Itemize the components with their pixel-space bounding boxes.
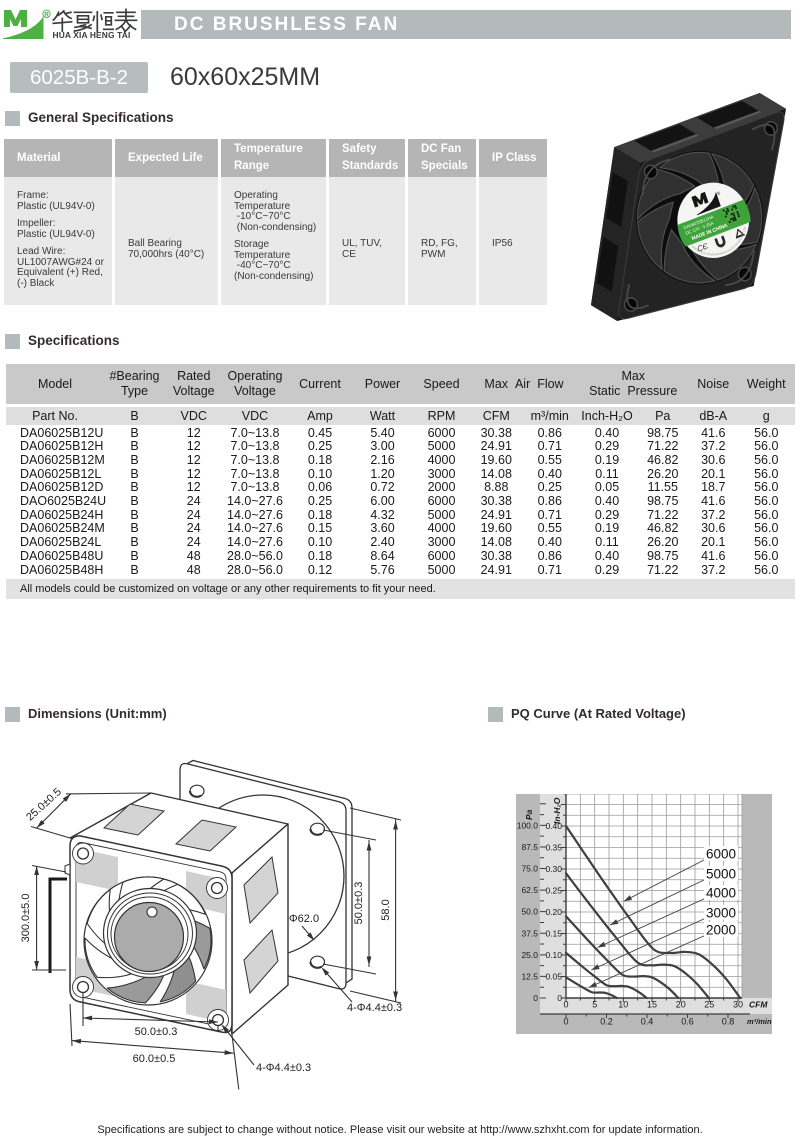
- svg-text:4000: 4000: [706, 886, 736, 901]
- svg-text:0: 0: [533, 993, 538, 1003]
- svg-text:20: 20: [676, 1000, 686, 1010]
- svg-text:0.40: 0.40: [545, 821, 562, 831]
- svg-text:58.0: 58.0: [380, 899, 392, 920]
- svg-text:0.30: 0.30: [545, 864, 562, 874]
- svg-text:In-H₂O: In-H₂O: [552, 797, 562, 824]
- svg-text:25.0: 25.0: [521, 950, 538, 960]
- svg-text:0.25A: 0.25A: [702, 221, 714, 230]
- svg-text:0.10: 0.10: [545, 950, 562, 960]
- svg-text:25: 25: [704, 1000, 714, 1010]
- svg-text:DC 12V: DC 12V: [685, 226, 701, 236]
- svg-text:5: 5: [592, 1000, 597, 1010]
- svg-text:15: 15: [647, 1000, 657, 1010]
- svg-text:30: 30: [733, 1000, 743, 1010]
- svg-text:5000: 5000: [706, 867, 736, 882]
- svg-text:3000: 3000: [706, 906, 736, 921]
- svg-text:Φ62.0: Φ62.0: [289, 913, 319, 925]
- svg-text:0.4: 0.4: [641, 1017, 654, 1027]
- svg-text:0: 0: [557, 993, 562, 1003]
- svg-text:®: ®: [716, 189, 722, 196]
- svg-text:62.5: 62.5: [521, 885, 538, 895]
- svg-text:CFM: CFM: [749, 1000, 768, 1010]
- svg-text:2000: 2000: [706, 923, 736, 938]
- svg-text:0: 0: [563, 1000, 568, 1010]
- svg-text:87.5: 87.5: [521, 842, 538, 852]
- svg-text:75.0: 75.0: [521, 864, 538, 874]
- svg-text:50.0±0.3: 50.0±0.3: [353, 882, 365, 925]
- svg-text:37.5: 37.5: [521, 928, 538, 938]
- svg-text:m³/min: m³/min: [747, 1017, 772, 1026]
- svg-text:0.20: 0.20: [545, 907, 562, 917]
- svg-text:0.6: 0.6: [681, 1017, 694, 1027]
- svg-text:0: 0: [563, 1017, 568, 1027]
- svg-text:0.35: 0.35: [545, 843, 562, 853]
- svg-text:0.25: 0.25: [545, 886, 562, 896]
- svg-text:100.0: 100.0: [517, 820, 539, 830]
- svg-text:60.0±0.5: 60.0±0.5: [133, 1053, 176, 1065]
- svg-text:R: R: [44, 11, 49, 18]
- svg-text:0.2: 0.2: [600, 1017, 613, 1027]
- svg-text:50.0: 50.0: [521, 907, 538, 917]
- svg-text:6000: 6000: [706, 847, 736, 862]
- svg-text:0.15: 0.15: [545, 929, 562, 939]
- svg-text:HUA XIA HENG TAI: HUA XIA HENG TAI: [53, 30, 131, 40]
- svg-text:50.0±0.3: 50.0±0.3: [135, 1026, 178, 1038]
- svg-text:CЄ: CЄ: [696, 241, 710, 254]
- svg-text:10: 10: [618, 1000, 628, 1010]
- svg-text:12.5: 12.5: [521, 971, 538, 981]
- svg-text:4-Φ4.4±0.3: 4-Φ4.4±0.3: [256, 1062, 311, 1074]
- svg-text:25.0±0.5: 25.0±0.5: [24, 786, 64, 824]
- svg-text:0.05: 0.05: [545, 972, 562, 982]
- svg-text:4-Φ4.4±0.3: 4-Φ4.4±0.3: [347, 1002, 402, 1014]
- svg-text:0.8: 0.8: [722, 1017, 735, 1027]
- svg-text:Pa: Pa: [524, 809, 534, 820]
- svg-text:300.0±5.0: 300.0±5.0: [20, 894, 32, 943]
